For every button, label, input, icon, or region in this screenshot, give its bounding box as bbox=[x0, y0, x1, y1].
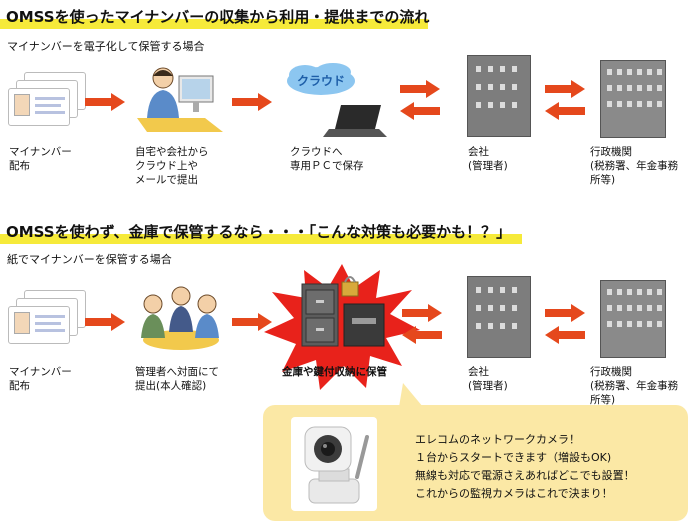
safe-cabinet-icon bbox=[262, 262, 422, 392]
callout-line-2: １台からスタートできます（増設もOK) bbox=[415, 451, 612, 464]
network-camera-icon bbox=[291, 417, 377, 511]
arrow-right-icon bbox=[85, 93, 125, 111]
section2-step5-caption: 行政機関 (税務署、年金事務 所等) bbox=[590, 366, 679, 406]
section2-subtitle: 紙でマイナンバーを保管する場合 bbox=[7, 253, 172, 266]
arrow-left-icon bbox=[545, 102, 585, 120]
arrow-right-icon bbox=[85, 313, 125, 331]
arrow-right-icon bbox=[545, 80, 585, 98]
id-cards-icon bbox=[8, 72, 88, 132]
section1-step4-caption: 会社 (管理者) bbox=[468, 146, 508, 172]
callout-line-3: 無線も対応で電源さえあればどこでも設置！ bbox=[415, 469, 635, 482]
government-building-icon bbox=[600, 60, 666, 138]
callout-line-4: これからの監視カメラはこれで決まり！ bbox=[415, 487, 613, 500]
arrow-right-icon bbox=[545, 304, 585, 322]
section1-step5-caption: 行政機関 (税務署、年金事務 所等) bbox=[590, 146, 679, 186]
arrow-left-icon bbox=[545, 326, 585, 344]
section1-title: OMSSを使ったマイナンバーの収集から利用・提供までの流れ bbox=[6, 8, 430, 26]
callout-pointer bbox=[399, 383, 423, 407]
meeting-people-icon bbox=[135, 282, 225, 354]
section1-step2-caption: 自宅や会社から クラウド上や メールで提出 bbox=[135, 146, 209, 186]
section2-step1-caption: マイナンバー 配布 bbox=[9, 366, 72, 392]
arrow-right-icon bbox=[400, 80, 440, 98]
camera-callout: エレコムのネットワークカメラ！ １台からスタートできます（増設もOK) 無線も対… bbox=[263, 383, 688, 521]
section1-title-highlight bbox=[0, 19, 428, 29]
arrow-right-icon bbox=[232, 313, 272, 331]
section1-subtitle: マイナンバーを電子化して保管する場合 bbox=[7, 40, 205, 53]
section2-title: OMSSを使わず、金庫で保管するなら・・・「こんな対策も必要かも！？」 bbox=[6, 223, 512, 241]
person-at-computer-icon bbox=[135, 62, 225, 134]
arrow-left-icon bbox=[400, 102, 440, 120]
section1-step1-caption: マイナンバー 配布 bbox=[9, 146, 72, 172]
arrow-left-icon bbox=[402, 326, 442, 344]
section2-title-highlight bbox=[0, 234, 522, 244]
company-building-icon bbox=[467, 276, 531, 358]
cloud-laptop-icon: クラウド bbox=[283, 63, 393, 143]
section2-step4-caption: 会社 (管理者) bbox=[468, 366, 508, 392]
section2-step3-caption: 金庫や鍵付収納に保管 bbox=[282, 366, 387, 378]
company-building-icon bbox=[467, 55, 531, 137]
section2-step2-caption: 管理者へ対面にて 提出(本人確認) bbox=[135, 366, 219, 392]
government-building-icon bbox=[600, 280, 666, 358]
cloud-label: クラウド bbox=[297, 74, 346, 88]
arrow-right-icon bbox=[402, 304, 442, 322]
callout-line-1: エレコムのネットワークカメラ！ bbox=[415, 433, 580, 446]
section1-step3-caption: クラウドへ 専用ＰＣで保存 bbox=[290, 146, 364, 172]
arrow-right-icon bbox=[232, 93, 272, 111]
id-cards-icon bbox=[8, 290, 88, 350]
